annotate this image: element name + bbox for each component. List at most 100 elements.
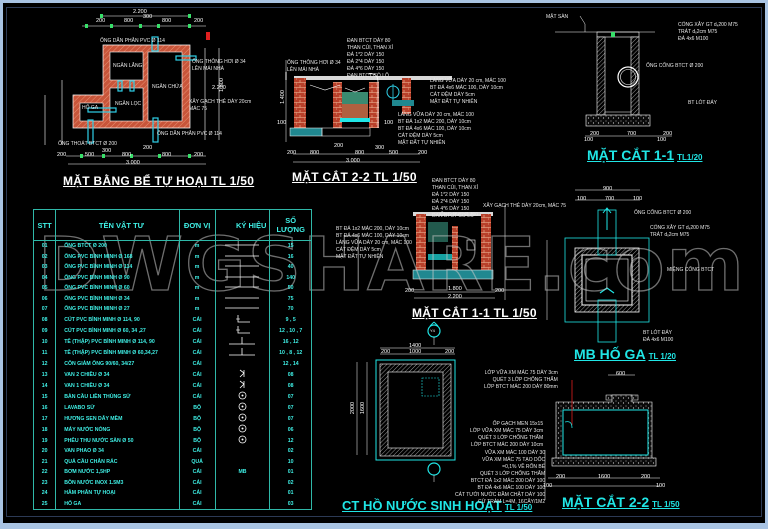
symbol-cell [214, 347, 271, 359]
stt-cell: 13 [32, 369, 57, 380]
dim-label: 3.000 [126, 160, 140, 166]
stt-cell: 06 [32, 293, 57, 304]
dim-label: 800 [122, 152, 132, 158]
dim-label: 200 [405, 288, 415, 294]
dim-label: 2.200 [133, 9, 147, 15]
stt-cell: 11 [32, 347, 57, 359]
unit-cell: CÁI [178, 347, 216, 359]
base-label: BT LÓT ĐÁY ĐÁ 4x6 M100 [643, 330, 674, 343]
base-label: BT LÓT ĐÁY [688, 100, 717, 106]
dim-label: 1600 [598, 474, 611, 480]
stt-cell: 24 [32, 488, 57, 499]
dim-label: 200 [445, 349, 455, 355]
qty-cell: 10 , 8 , 12 [269, 347, 312, 359]
dim-label: 2.200 [212, 85, 226, 91]
unit-cell: m [178, 304, 216, 315]
symbol-cell [214, 283, 271, 294]
symbol-cell [214, 477, 271, 488]
name-cell: ỐNG PVC BÌNH MINH Ø 114 [55, 262, 180, 273]
floor-label: MẶT SÀN [546, 14, 569, 20]
circle-symbol-icon [238, 413, 247, 424]
materials-table: STT TÊN VẬT TƯ ĐƠN VỊ KÝ HIỆU SỐ LƯỢNG 0… [32, 209, 312, 510]
drain-pipe-label: ỐNG THOÁT BTCT Ø 200 [58, 141, 117, 147]
symbol-cell [214, 380, 271, 391]
unit-cell: BỘ [178, 435, 216, 446]
dim-label: 200 [57, 152, 67, 158]
dim-label: 2000 [350, 401, 357, 415]
stt-cell: 16 [32, 402, 57, 413]
stt-cell: 20 [32, 446, 57, 457]
line-symbol-icon [225, 255, 260, 261]
line-symbol-icon [225, 265, 260, 271]
stt-cell: 12 [32, 358, 57, 369]
qty-cell: 02 [269, 446, 312, 457]
dim-label: 200 [381, 349, 391, 355]
unit-cell: QUẢ [178, 456, 216, 467]
symbol-cell [214, 369, 271, 380]
manhole-section-1-1 [555, 15, 672, 137]
stt-cell: 14 [32, 380, 57, 391]
name-cell: CÚT PVC BÌNH MINH Ø 114, 90 [55, 314, 180, 326]
qty-cell: 16 [269, 251, 312, 262]
name-cell: VAN 1 CHIỀU Ø 34 [55, 380, 180, 391]
ground-layers-note: BT ĐÁ 1x2 MÁC 200, DÀY 10cm BT ĐÁ 4x6 MÁ… [336, 226, 412, 260]
stt-cell: 07 [32, 304, 57, 315]
qty-cell: 02 [269, 477, 312, 488]
unit-cell: CÁI [178, 325, 216, 337]
qty-cell: 12 , 14 [269, 358, 312, 369]
line-symbol-icon [225, 297, 260, 303]
name-cell: PHỄU THU NƯỚC SÀN Ø 50 [55, 435, 180, 446]
stt-cell: 21 [32, 456, 57, 467]
filter-layers-note: ĐAN BTCT DÀY 80 THAN CỦI, THAN XỈ ĐÁ 1*2… [347, 38, 394, 79]
dim-label: 300 [375, 145, 385, 151]
qty-cell: 07 [269, 413, 312, 424]
wall-spec-note: CỔNG XÂY GT dₓ200 M75 TRÁT dₓ2cm M75 [650, 225, 710, 238]
dim-label: 1.800 [448, 286, 462, 292]
stt-cell: 15 [32, 391, 57, 402]
stt-cell: 22 [32, 467, 57, 478]
dim-label: 600 [616, 371, 626, 377]
elbow-symbol-icon [232, 325, 252, 337]
name-cell: BỒN NƯỚC INOX 1.5M3 [55, 477, 180, 488]
symbol-cell [214, 240, 271, 252]
qty-cell: 15 [269, 240, 312, 252]
pipe-in-label: ỐNG DẪN PHÂN PVC Ø 114 [100, 38, 165, 44]
circle-symbol-icon [238, 391, 247, 402]
unit-cell: CÁI [178, 498, 216, 510]
valve-symbol-icon [238, 369, 246, 380]
circle-symbol-icon [238, 424, 247, 435]
symbol-cell [214, 446, 271, 457]
name-cell: BÀN CẦU LIỀN THÙNG SỨ [55, 391, 180, 402]
qty-cell: 01 [269, 488, 312, 499]
qty-cell: 03 [269, 498, 312, 510]
dim-label: 1.400 [279, 90, 286, 104]
wall-spec-note: CỔNG XÂY GT dₓ200 M75 TRÁT dₓ2cm M75 ĐÁ … [678, 22, 738, 42]
dim-label: 800 [310, 150, 320, 156]
elbow-symbol-icon [232, 314, 252, 326]
pipe-label: ỐNG CỐNG BTCT Ø 200 [634, 210, 692, 216]
line-symbol-icon [225, 276, 260, 282]
dim-label: 100 [584, 137, 594, 143]
unit-cell: CÁI [178, 380, 216, 391]
qty-cell: 75 [269, 293, 312, 304]
dim-label: 100 [656, 483, 666, 489]
unit-cell: m [178, 283, 216, 294]
symbol-cell [214, 272, 271, 283]
pipe-out-label: ỐNG DẪN PHÂN PVC Ø 114 [157, 131, 222, 137]
header-unit: ĐƠN VỊ [178, 209, 216, 241]
dim-label: 200 [495, 288, 505, 294]
dim-label: 200 [194, 152, 204, 158]
wall-note: XÂY GẠCH THẺ DÀY 20cm MÁC 75 [189, 99, 252, 112]
symbol-cell [214, 424, 271, 435]
